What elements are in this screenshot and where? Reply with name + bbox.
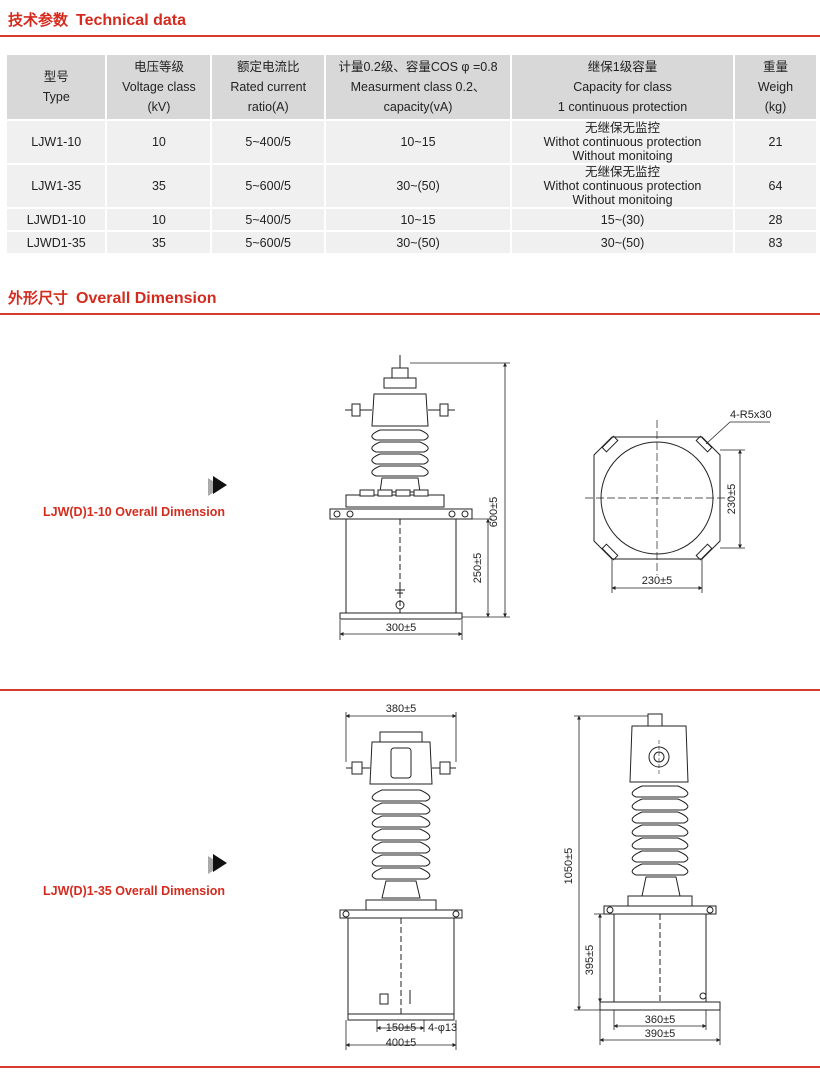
cell-type: LJWD1-10 — [7, 208, 108, 232]
cell-weight: 64 — [733, 164, 819, 209]
drawing1-label: LJW(D)1-10 Overall Dimension — [43, 505, 225, 519]
cell-weight: 83 — [733, 231, 819, 255]
header-type: 型号 Type — [7, 55, 108, 121]
cell-weight: 28 — [733, 208, 819, 232]
overall-dimension-title: 外形尺寸 Overall Dimension — [8, 287, 217, 308]
dim-lower-35: 395±5 — [584, 945, 596, 976]
header-protection-unit: 1 continuous protection — [557, 100, 688, 114]
drawing2-front-view — [339, 731, 463, 1021]
header-ratio-cn: 额定电流比 — [236, 60, 300, 74]
drawing2-side-dimensions — [574, 715, 721, 1045]
cell-protection: 15~(30) — [511, 208, 735, 232]
header-weight-unit: (kg) — [764, 100, 787, 114]
header-weight: 重量 Weigh (kg) — [733, 55, 819, 121]
drawing1-plan-view — [585, 420, 730, 575]
table-row: LJWD1-10 10 5~400/5 10~15 15~(30) 28 — [7, 208, 819, 232]
header-type-cn: 型号 — [43, 70, 69, 84]
header-capacity-unit: capacity(vA) — [383, 100, 453, 114]
header-ratio-unit: ratio(A) — [247, 100, 289, 114]
drawing2-side-view — [599, 713, 721, 1011]
dim-holes: 4-φ13 — [428, 1022, 457, 1034]
cell-ratio: 5~600/5 — [211, 164, 326, 209]
dim-base-35: 400±5 — [386, 1037, 417, 1049]
dim-plan-h: 230±5 — [726, 484, 738, 515]
dim-lower: 250±5 — [472, 553, 484, 584]
header-ratio: 额定电流比 Rated current ratio(A) — [211, 55, 326, 121]
drawing2-label: LJW(D)1-35 Overall Dimension — [43, 884, 225, 898]
header-voltage-cn: 电压等级 — [133, 60, 184, 74]
protection-line: 无继保无监控 — [585, 121, 661, 135]
cell-ratio: 5~400/5 — [211, 208, 326, 232]
drawing2-insulator-sheds — [371, 789, 431, 899]
header-weight-en: Weigh — [757, 80, 794, 94]
header-voltage-unit: (kV) — [147, 100, 171, 114]
overall-dimension-title-en: Overall Dimension — [76, 290, 217, 307]
dim-top: 380±5 — [386, 703, 417, 715]
section-divider — [0, 1066, 820, 1068]
dim-plan-w: 230±5 — [642, 575, 673, 587]
cell-capacity: 30~(50) — [324, 231, 513, 255]
cell-capacity: 10~15 — [324, 208, 513, 232]
pointer-arrow-icon — [213, 854, 227, 872]
cell-capacity: 10~15 — [324, 120, 513, 165]
overall-dimension-title-cn: 外形尺寸 — [8, 289, 69, 307]
header-ratio-en: Rated current — [230, 80, 307, 94]
drawing1-insulator-sheds — [371, 429, 429, 493]
protection-line: 无继保无监控 — [585, 165, 661, 179]
header-voltage: 电压等级 Voltage class (kV) — [106, 55, 213, 121]
technical-data-title-en: Technical data — [76, 12, 186, 29]
header-voltage-en: Voltage class — [122, 80, 196, 94]
cell-ratio: 5~400/5 — [211, 120, 326, 165]
drawing1-plan-dimensions — [611, 421, 770, 593]
protection-line: Without monitoing — [572, 149, 673, 163]
cell-protection: 30~(50) — [511, 231, 735, 255]
table-header-row: 型号 Type 电压等级 Voltage class (kV) 额定电流比 Rated … — [7, 55, 819, 121]
cell-weight: 21 — [733, 120, 819, 165]
technical-data-title-cn: 技术参数 — [8, 11, 69, 29]
cell-capacity: 30~(50) — [324, 164, 513, 209]
header-type-en: Type — [42, 90, 70, 104]
header-capacity-cn: 计量0.2级、容量COS φ =0.8 — [338, 60, 498, 74]
cell-type: LJW1-10 — [7, 120, 108, 165]
protection-line: Withot continuous protection — [543, 135, 702, 149]
technical-data-title: 技术参数 Technical data — [8, 9, 186, 30]
cell-voltage: 35 — [106, 164, 213, 209]
drawing2-side-sheds — [631, 785, 689, 897]
section-divider — [0, 35, 820, 37]
dim-mount: 150±5 — [386, 1022, 417, 1034]
dim-base: 300±5 — [386, 622, 417, 634]
table-row: LJWD1-35 35 5~600/5 30~(50) 30~(50) 83 — [7, 231, 819, 255]
dim-height-35: 1050±5 — [563, 848, 575, 885]
protection-line: Withot continuous protection — [543, 179, 702, 193]
section-divider — [0, 689, 820, 691]
header-protection-en: Capacity for class — [573, 80, 672, 94]
cell-voltage: 10 — [106, 120, 213, 165]
pointer-arrow-icon — [213, 476, 227, 494]
header-protection: 继保1级容量 Capacity for class 1 continuous pro… — [511, 55, 735, 121]
cell-voltage: 35 — [106, 231, 213, 255]
cell-type: LJWD1-35 — [7, 231, 108, 255]
dim-height: 600±5 — [488, 497, 500, 528]
dim-slot: 4-R5x30 — [730, 409, 772, 421]
header-protection-cn: 继保1级容量 — [587, 60, 658, 74]
cell-type: LJW1-35 — [7, 164, 108, 209]
spec-table: 型号 Type 电压等级 Voltage class (kV) 额定电流比 Rated … — [7, 55, 819, 255]
header-capacity-en: Measurment class 0.2、 — [350, 80, 486, 94]
drawing1-dimensions — [339, 362, 510, 640]
drawing1-front-view — [329, 355, 473, 620]
cell-ratio: 5~600/5 — [211, 231, 326, 255]
section-divider — [0, 313, 820, 315]
dim-side-w1: 360±5 — [645, 1014, 676, 1026]
dim-side-w2: 390±5 — [645, 1028, 676, 1040]
drawing2-dimensions — [345, 712, 457, 1050]
header-weight-cn: 重量 — [762, 60, 788, 74]
cell-voltage: 10 — [106, 208, 213, 232]
protection-line: Without monitoing — [572, 193, 673, 207]
